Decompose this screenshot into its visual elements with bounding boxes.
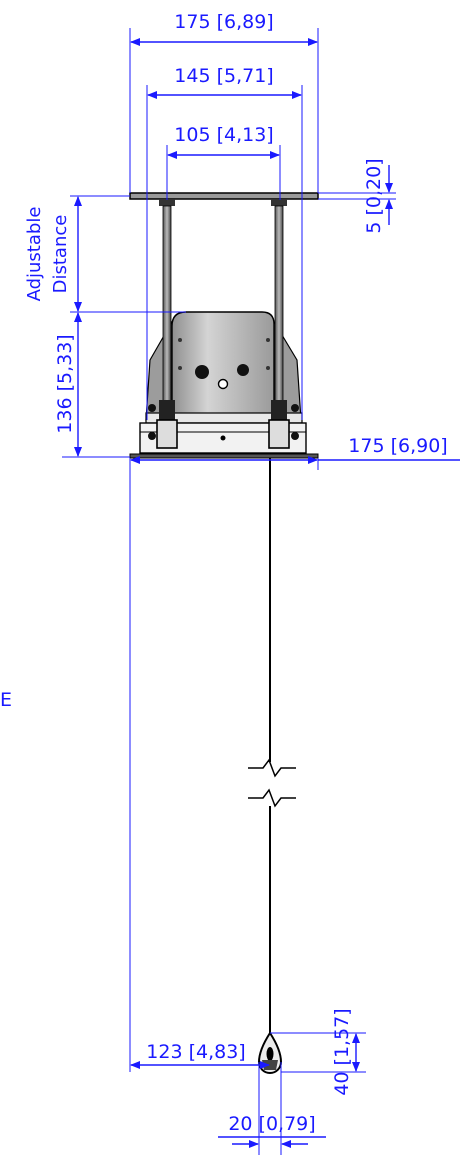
body-hole-small	[217, 378, 229, 390]
cable-break-upper	[248, 758, 296, 778]
top-plate	[129, 192, 319, 200]
top-nut-right	[271, 199, 287, 206]
cable-break-lower	[248, 788, 296, 808]
clamp-left	[159, 400, 175, 420]
body-main	[171, 311, 275, 421]
hoist-assembly	[129, 192, 319, 459]
cable	[248, 458, 296, 1035]
body-hole-medium	[237, 364, 249, 376]
clamp-right	[271, 400, 287, 420]
dim-hook-width: 20 [0,79]	[228, 1113, 315, 1135]
bolt-left-outer	[148, 404, 156, 412]
dim-plate-thickness: 5 [0,20]	[363, 158, 385, 233]
dim-inner-width: 105 [4,13]	[174, 124, 273, 146]
bolt-right-outer	[291, 404, 299, 412]
pendant-hook	[257, 1031, 283, 1074]
dim-adjustable-line2: Distance	[50, 215, 71, 294]
clamp-lower-right	[268, 419, 290, 449]
dim-cable-offset: 123 [4,83]	[146, 1041, 245, 1063]
hook-inner	[266, 1047, 274, 1061]
dim-top-width: 175 [6,89]	[174, 11, 273, 33]
rod-left	[162, 205, 172, 403]
bolt-right-lower	[291, 432, 299, 440]
clamp-lower-left	[156, 419, 178, 449]
rod-right	[274, 205, 284, 403]
dim-base-width: 175 [6,90]	[348, 435, 447, 457]
body-screw-left	[178, 338, 182, 342]
dim-body-height: 136 [5,33]	[54, 334, 76, 433]
base-center-dot	[220, 435, 226, 441]
bottom-plate	[129, 453, 319, 459]
side-label: E	[0, 689, 12, 711]
dim-mid-width: 145 [5,71]	[174, 65, 273, 87]
body-hole-large	[195, 365, 209, 379]
body-screw-right-2	[266, 366, 270, 370]
dim-hook-height: 40 [1,57]	[331, 1008, 353, 1095]
body-screw-left-2	[178, 366, 182, 370]
body-screw-right	[266, 338, 270, 342]
dimensions: 175 [6,89] 145 [5,71] 105 [4,13] 5 [0,20…	[24, 11, 460, 1155]
top-nut-left	[159, 199, 175, 206]
dim-adjustable-line1: Adjustable	[24, 207, 45, 302]
bolt-left-lower	[148, 432, 156, 440]
